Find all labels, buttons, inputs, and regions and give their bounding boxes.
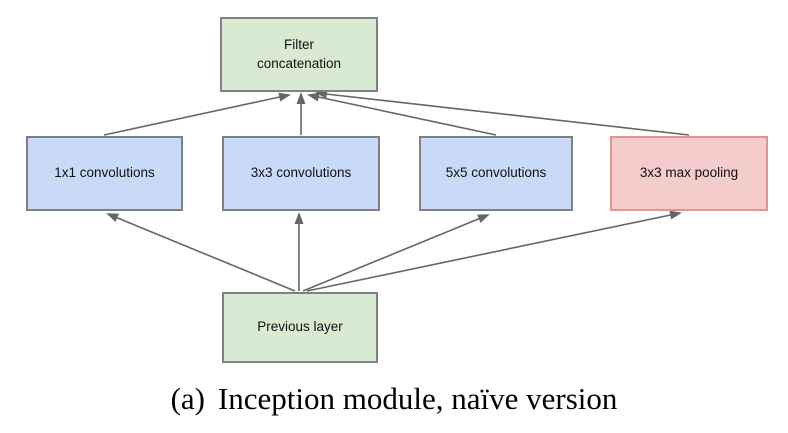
arrow-conv-1x1-to-filter-concatenation [103,92,291,136]
conv-3x3-box: 3x3 convolutions [222,136,380,211]
conv-1x1-label: 1x1 convolutions [54,165,155,181]
figure-caption: (a) Inception module, naïve version [0,381,788,417]
previous-layer-label: Previous layer [257,319,343,335]
arrow-previous-layer-to-conv-1x1 [106,213,296,292]
arrow-max-pooling-to-filter-concatenation [315,89,690,136]
arrow-previous-layer-to-max-pooling [306,210,682,292]
conv-5x5-label: 5x5 convolutions [445,165,547,181]
conv-3x3-label: 3x3 convolutions [250,165,352,181]
caption-label: (a) [170,381,205,416]
max-pooling-box: 3x3 max pooling [610,136,768,211]
filter-concatenation-box: Filter concatenation [220,17,378,92]
conv-5x5-box: 5x5 convolutions [419,136,573,211]
arrow-conv-5x5-to-filter-concatenation [307,92,497,136]
arrow-previous-layer-to-conv-5x5 [302,214,490,292]
filter-concatenation-label: Filter concatenation [256,37,342,71]
conv-1x1-box: 1x1 convolutions [26,136,183,211]
previous-layer-box: Previous layer [222,292,378,363]
max-pooling-label: 3x3 max pooling [639,165,739,181]
caption-text: Inception module, naïve version [217,381,618,416]
